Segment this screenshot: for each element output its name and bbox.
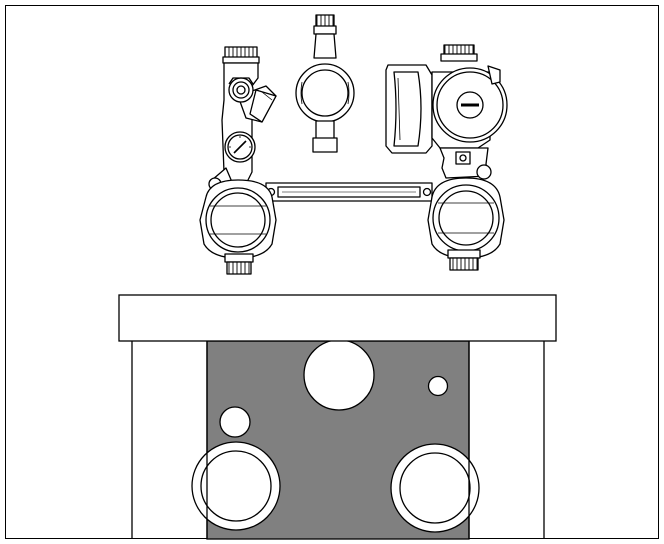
connecting-rail xyxy=(265,182,433,202)
top-pipe-cutout xyxy=(303,339,375,411)
small-cutout-left xyxy=(219,406,251,438)
pump-group-assembly-icon xyxy=(199,14,508,275)
middle-check-valve xyxy=(295,14,355,153)
lower-right-bore xyxy=(399,452,471,524)
box-body xyxy=(131,341,545,539)
lower-left-bore xyxy=(200,450,272,522)
left-return-column xyxy=(199,46,277,275)
box-cover xyxy=(118,294,557,342)
mounting-plate-icon xyxy=(118,294,557,540)
right-flow-column xyxy=(385,44,508,271)
small-cutout-right xyxy=(427,375,449,397)
